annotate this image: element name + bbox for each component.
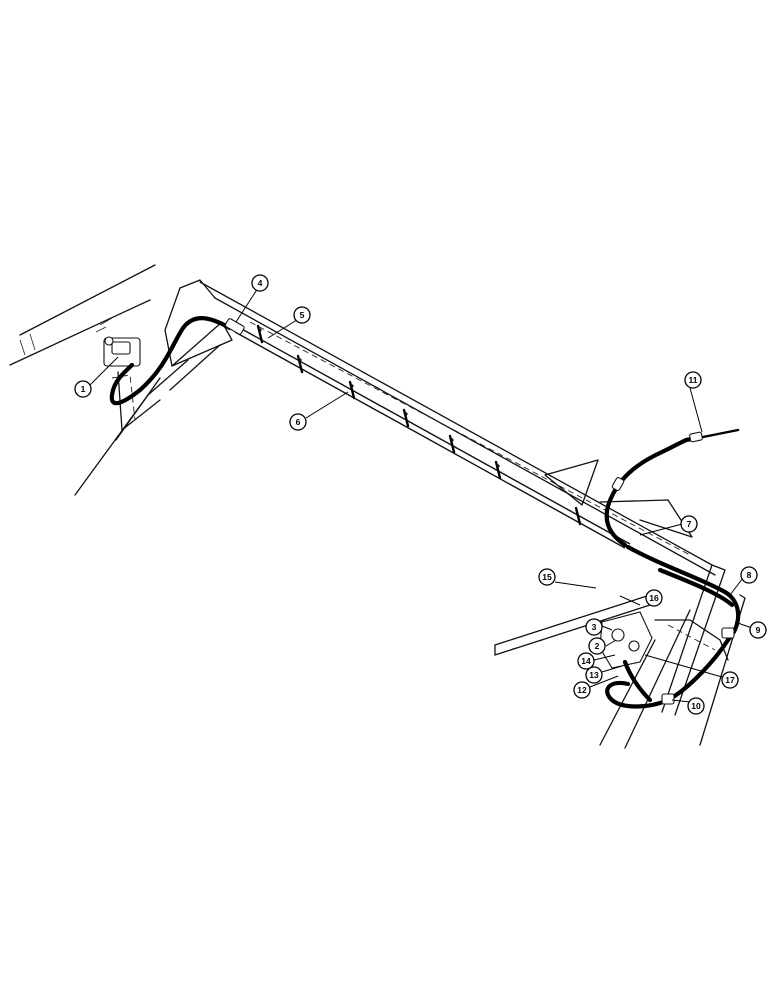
callout-5: 5 — [293, 306, 311, 324]
callout-1: 1 — [74, 380, 92, 398]
callout-12-label: 12 — [577, 685, 587, 695]
callout-16: 16 — [645, 589, 663, 607]
callout-6: 6 — [289, 413, 307, 431]
callout-11-label: 11 — [689, 375, 698, 385]
right-frame — [494, 564, 746, 749]
callout-16-label: 16 — [649, 593, 659, 603]
callout-13: 13 — [585, 666, 603, 684]
callout-8-label: 8 — [747, 570, 752, 580]
callout-1-label: 1 — [81, 384, 86, 394]
callout-10-label: 10 — [691, 701, 701, 711]
callout-3: 3 — [585, 618, 603, 636]
callout-17: 17 — [721, 671, 739, 689]
callout-15: 15 — [538, 568, 556, 586]
main-beam — [199, 281, 716, 576]
callout-14: 14 — [577, 652, 595, 670]
steel-tube — [234, 324, 631, 549]
callout-3-label: 3 — [592, 622, 597, 632]
callout-2: 2 — [588, 637, 606, 655]
callout-5-label: 5 — [300, 310, 305, 320]
callout-7: 7 — [680, 515, 698, 533]
callout-4: 4 — [251, 274, 269, 292]
callout-12: 12 — [573, 681, 591, 699]
left-hose — [109, 316, 245, 406]
left-frame — [9, 264, 233, 496]
callout-9-label: 9 — [756, 625, 761, 635]
tube-clamps — [256, 324, 582, 526]
right-hoses — [604, 428, 741, 709]
leader-lines — [89, 287, 753, 703]
callout-15-label: 15 — [542, 572, 552, 582]
callout-14-label: 14 — [581, 656, 591, 666]
callout-2-label: 2 — [595, 641, 600, 651]
callout-9: 9 — [749, 621, 767, 639]
callout-7-label: 7 — [687, 519, 692, 529]
callout-11: 11 — [684, 371, 702, 389]
callout-13-label: 13 — [589, 670, 599, 680]
callout-6-label: 6 — [296, 417, 301, 427]
callout-4-label: 4 — [258, 278, 263, 288]
callout-8: 8 — [740, 566, 758, 584]
callout-10: 10 — [687, 697, 705, 715]
callout-17-label: 17 — [725, 675, 735, 685]
